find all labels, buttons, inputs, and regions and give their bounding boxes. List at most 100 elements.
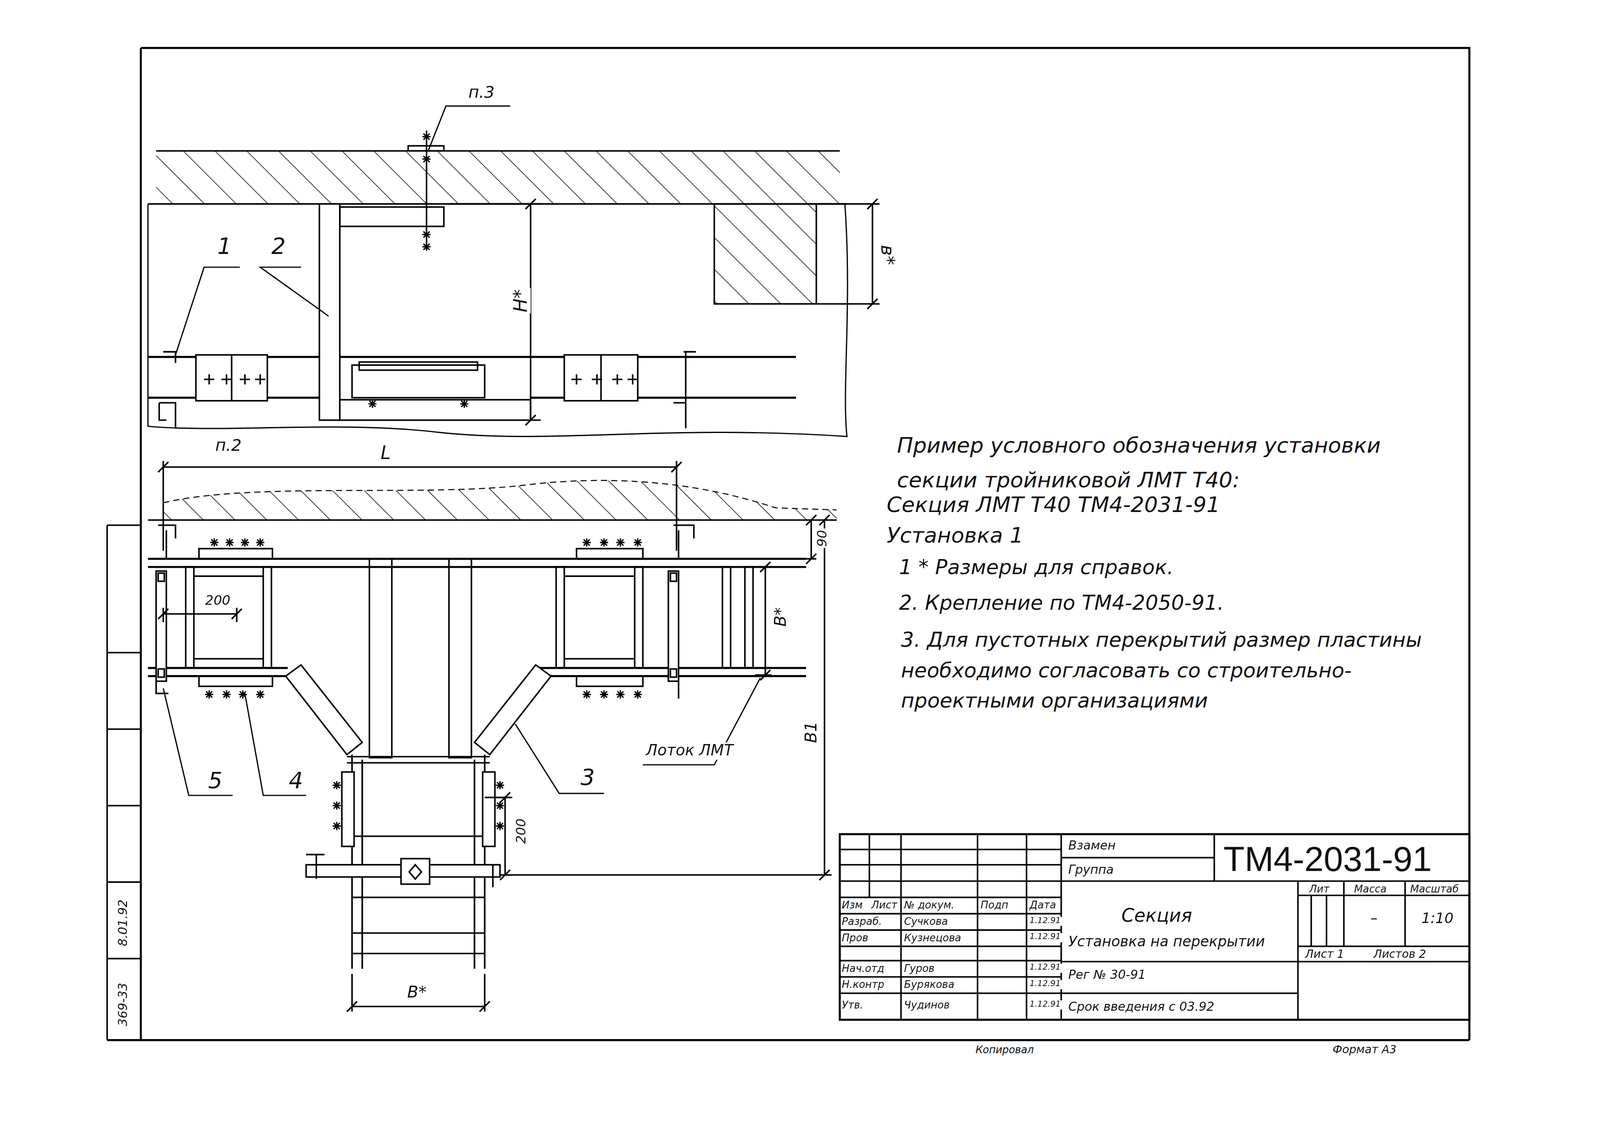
top-section-view-part: [422, 132, 431, 141]
plan-view: [148, 460, 838, 1012]
title-block-part: [839, 849, 1062, 994]
title-cell: Лит: [1308, 883, 1331, 896]
plan-view-part: [576, 548, 643, 559]
plan-view-part: [599, 690, 609, 700]
title-cell: Бурякова: [903, 979, 956, 991]
plan-view-part: [401, 858, 430, 885]
top-section-view-part: [204, 374, 638, 385]
plan-view-part: [449, 559, 472, 758]
note-text: 3. Для пустотных перекрытий размер пласт…: [900, 624, 1459, 716]
title-cell: Изм: [840, 899, 864, 912]
title-cell: Дата: [1028, 899, 1057, 912]
plan-view-part: [148, 519, 838, 521]
top-section-view-part: [359, 362, 478, 371]
plan-view-part: [582, 690, 591, 700]
plan-view-part: [352, 754, 485, 970]
sheet-frame-part: [107, 47, 1470, 1041]
plan-view-part: [163, 480, 837, 521]
top-section-view-part: [673, 351, 696, 429]
plan-view-part: [616, 690, 625, 700]
title-cell: Н.контр: [840, 979, 885, 991]
plan-view-part: [346, 757, 490, 954]
top-section-view-part: [231, 354, 601, 401]
plan-view-part: [576, 676, 643, 687]
dimension-label: В*: [771, 606, 790, 628]
plan-view-part: [256, 690, 265, 700]
plan-view-part: [744, 566, 753, 668]
plan-view-part: [156, 525, 176, 694]
top-section-view-part: [339, 399, 531, 421]
plan-view-part: [263, 566, 272, 668]
plan-view-part: [673, 525, 695, 700]
title-cell: 1.12.91: [1028, 980, 1062, 990]
title-cell: Рег № 30-91: [1067, 969, 1147, 983]
plan-view-part: [199, 548, 273, 559]
note-heading: Пример условного обозначения установки с…: [895, 428, 1409, 499]
plan-view-part: [332, 822, 341, 831]
plan-view-part: [634, 566, 643, 668]
title-cell: Секция: [1120, 905, 1193, 927]
title-cell: 1.12.91: [1028, 933, 1062, 943]
top-section-view-part: [449, 198, 541, 426]
plan-view-part: [616, 538, 625, 547]
plan-view-part: [332, 801, 341, 811]
part-label: Лоток ЛМТ: [645, 742, 735, 760]
plan-view-part: [148, 559, 807, 568]
title-cell: Утв.: [840, 999, 864, 1012]
plan-view-part: [193, 576, 635, 659]
top-section-view: [148, 105, 880, 437]
plan-view-part: [158, 608, 242, 623]
plan-view-part: [670, 573, 677, 582]
top-section-view-part: [368, 399, 377, 408]
archive-stamp: 8.01.92: [116, 898, 131, 948]
title-cell: Гуров: [903, 963, 936, 975]
plan-view-part: [148, 667, 807, 677]
plan-view-part: [306, 854, 493, 888]
title-cell: Кузнецова: [903, 932, 963, 944]
top-section-view-part: [148, 150, 848, 204]
dimension-label: 200: [513, 817, 529, 846]
title-cell: 1:10: [1420, 911, 1455, 927]
title-cell: Нач.отд: [840, 963, 885, 975]
dimension-label: В*: [406, 983, 428, 1002]
title-cell: № докум.: [903, 899, 956, 912]
title-cell: Чудинов: [903, 999, 951, 1012]
plan-view-part: [256, 538, 265, 547]
sheet-note: Формат А3: [1331, 1044, 1398, 1057]
plan-view-part: [369, 559, 392, 758]
plan-view-part: [158, 460, 682, 551]
plan-view-part: [285, 665, 363, 755]
title-cell: Срок введения с 03.92: [1067, 1000, 1216, 1014]
title-block-part: [869, 834, 1062, 1020]
dimension-label: В1: [802, 720, 821, 745]
dimension-label: Н*: [510, 288, 531, 314]
top-section-view-part: [175, 105, 511, 355]
plan-view-part: [225, 538, 234, 547]
title-cell: –: [1369, 911, 1379, 927]
title-cell: Пров: [840, 932, 869, 944]
title-cell: Лист 1: [1303, 948, 1346, 961]
title-cell: Лист: [870, 899, 899, 912]
top-section-view-part: [158, 351, 176, 429]
title-cell: Масса: [1352, 883, 1388, 896]
plan-view-part: [158, 669, 165, 678]
plan-view-part: [633, 690, 642, 700]
plan-view-part: [556, 566, 565, 668]
top-section-view-part: [339, 206, 445, 227]
title-cell: Разраб.: [840, 916, 883, 928]
plan-view-part: [346, 974, 490, 1012]
plan-view-part: [163, 480, 837, 510]
note-text: Установка 1: [885, 524, 1025, 549]
plan-view-part: [474, 665, 552, 755]
plan-view-part: [163, 678, 761, 796]
plan-view-part: [158, 573, 165, 582]
plan-view-part: [495, 822, 504, 831]
dimension-label: L: [379, 442, 393, 463]
sheet-note: Копировал: [974, 1044, 1035, 1056]
plan-view-part: [582, 538, 591, 547]
title-block: [839, 834, 1470, 1020]
plan-view-part: [341, 772, 355, 847]
top-section-view-part: [714, 204, 816, 305]
plan-view-part: [722, 566, 731, 668]
